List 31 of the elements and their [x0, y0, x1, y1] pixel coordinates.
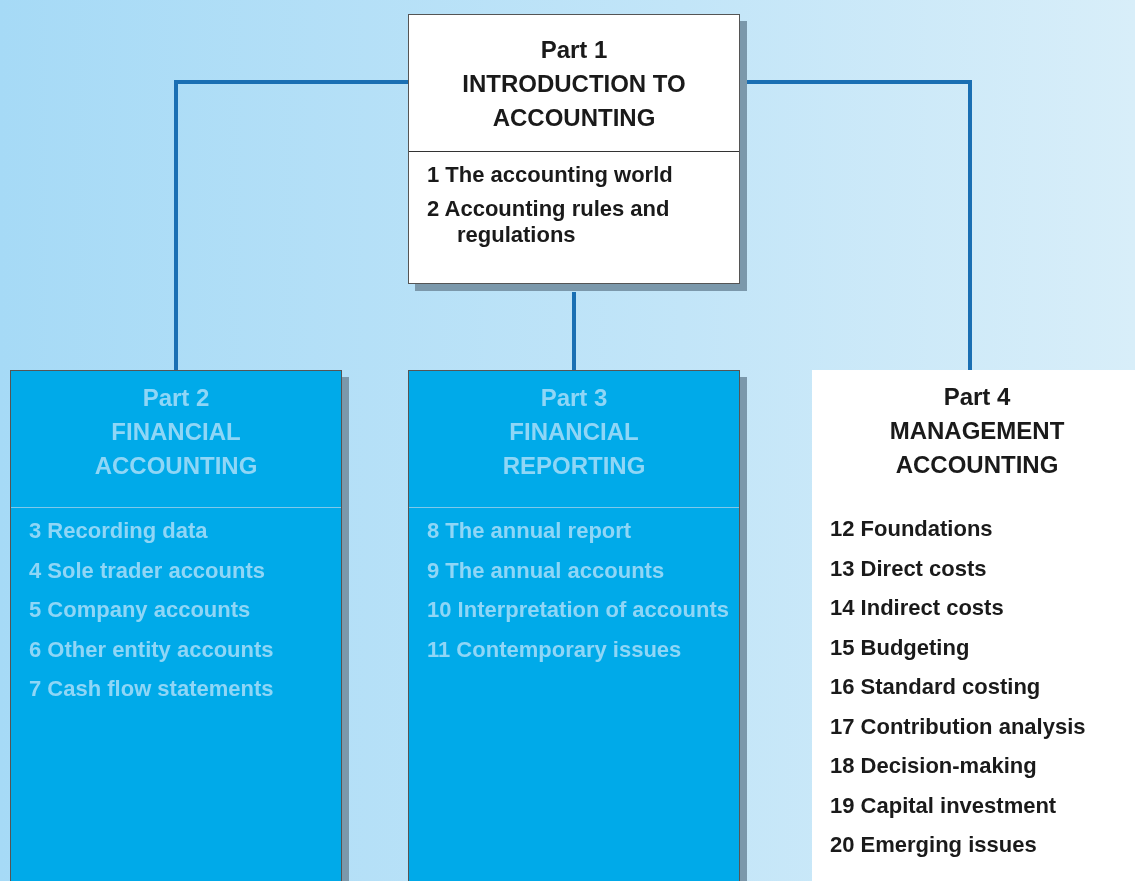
chapter-item: 18 Decision-making: [830, 753, 1038, 779]
chapter-item: 7 Cash flow statements: [29, 676, 275, 702]
connector-line: [174, 80, 408, 370]
chapter-item: 3 Recording data: [29, 518, 209, 544]
part-number: Part 1: [539, 35, 609, 65]
chapter-item: 15 Budgeting: [830, 634, 971, 661]
chapter-item: 14 Indirect costs: [830, 595, 1005, 621]
part-number: Part 2: [141, 383, 211, 413]
chapter-item: 5 Company accounts: [29, 597, 252, 623]
part-number: Part 3: [539, 383, 609, 413]
part-title: FINANCIAL REPORTING: [501, 417, 647, 481]
chapter-item: 17 Contribution analysis: [830, 713, 1087, 740]
chapter-item: 10 Interpretation of accounts: [427, 597, 729, 623]
chapter-item: 8 The annual report: [427, 518, 633, 544]
chapter-item: 20 Emerging issues: [830, 832, 1038, 858]
chapter-item: 1 The accounting world: [427, 162, 674, 188]
chapter-item: 11 Contemporary issues: [427, 636, 683, 663]
chapter-item: 16 Standard costing: [830, 674, 1042, 700]
part-number: Part 4: [942, 382, 1012, 412]
connector-line: [572, 292, 576, 370]
part-title: MANAGEMENT ACCOUNTING: [888, 416, 1066, 480]
chapter-item: 12 Foundations: [830, 516, 994, 542]
chapter-item: 9 The annual accounts: [427, 557, 666, 584]
chapter-item: 6 Other entity accounts: [29, 636, 275, 663]
chapter-item: 19 Capital investment: [830, 792, 1058, 819]
chapter-item: 2 Accounting rules and regulations: [427, 196, 671, 248]
part-title: INTRODUCTION TO ACCOUNTING: [461, 69, 687, 133]
part-box: [812, 370, 1135, 881]
part-title: FINANCIAL ACCOUNTING: [93, 417, 259, 481]
chapter-item: 4 Sole trader accounts: [29, 557, 266, 584]
chapter-item: 13 Direct costs: [830, 555, 988, 582]
